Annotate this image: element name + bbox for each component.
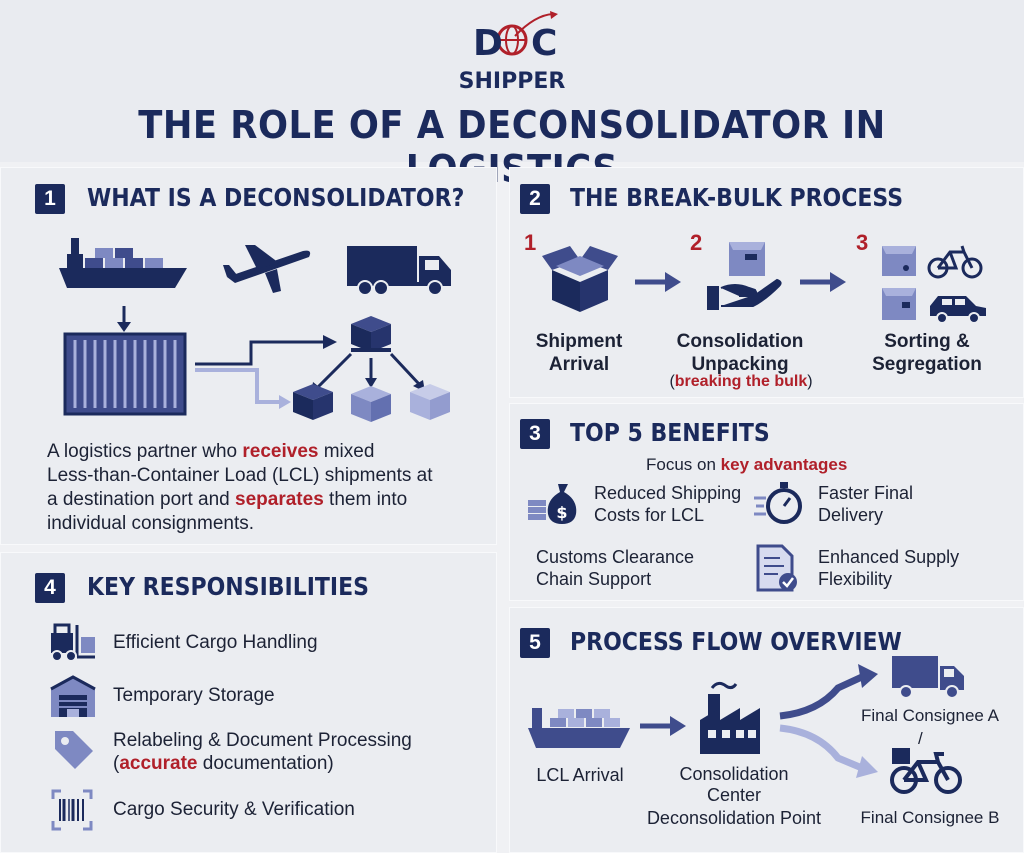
section-title: THE BREAK-BULK PROCESS: [570, 183, 904, 212]
step-number: 2: [690, 230, 703, 255]
delivery-truck-icon: [347, 246, 451, 296]
right-arrow-icon: [800, 272, 846, 292]
consignee-a-truck-icon: [892, 656, 964, 699]
definition-line-4: individual consignments.: [47, 513, 255, 534]
header: D C SHIPPER THE ROLE OF A DECONSOLIDATOR…: [0, 0, 1024, 191]
section-number: 5: [520, 628, 550, 658]
consignee-separator: /: [918, 729, 923, 748]
warehouse-icon: [50, 675, 96, 717]
airplane-icon: [223, 245, 311, 293]
right-arrow-icon: [635, 272, 681, 292]
consignee-a-label: Final Consignee A: [861, 706, 999, 725]
svg-text:C: C: [531, 23, 557, 64]
section-title: PROCESS FLOW OVERVIEW: [570, 627, 902, 656]
money-bag-icon: $: [528, 484, 577, 524]
checked-document-icon: [756, 544, 797, 592]
section-number: 2: [520, 184, 550, 214]
forklift-icon: [51, 623, 95, 662]
package-box-dark-icon: [293, 384, 333, 420]
responsibility-3: Relabeling & Document Processing (accura…: [113, 730, 412, 774]
section-benefits: 3 TOP 5 BENEFITS Focus on key advantages…: [509, 403, 1024, 601]
step-3-label: Sorting &Segregation: [872, 331, 982, 375]
shipping-container-icon: [63, 332, 187, 416]
down-arrow-icon: [117, 306, 131, 332]
package-box-mid-icon: [351, 386, 391, 422]
benefits-subtitle: Focus on key advantages: [646, 455, 848, 474]
step-number: 3: [856, 230, 869, 255]
docshipper-logo: D C SHIPPER: [459, 11, 566, 94]
lcl-ship-icon: [528, 708, 630, 748]
section-title: TOP 5 BENEFITS: [570, 418, 770, 447]
consignee-b-bicycle-icon: [890, 748, 962, 794]
section-number: 1: [35, 184, 65, 214]
definition-line-1: A logistics partner who receives mixed: [47, 441, 375, 462]
section-what-is: 1 WHAT IS A DECONSOLIDATOR?: [0, 167, 497, 545]
svg-text:SHIPPER: SHIPPER: [459, 69, 566, 94]
svg-text:D: D: [473, 23, 503, 64]
section-title: KEY RESPONSIBILITIES: [87, 572, 369, 601]
factory-icon: [700, 681, 760, 754]
deconsolidation-point-label: Deconsolidation Point: [646, 808, 822, 828]
price-tag-icon: [55, 731, 93, 769]
logo-globe-icon: [496, 24, 528, 56]
responsibility-4: Cargo Security & Verification: [113, 799, 355, 820]
section-title: WHAT IS A DECONSOLIDATOR?: [87, 183, 465, 212]
split-arrows: [779, 664, 878, 778]
svg-text:$: $: [556, 503, 567, 522]
package-box-light-icon: [410, 384, 450, 420]
responsibility-1: Efficient Cargo Handling: [113, 632, 318, 653]
car-icon: [930, 296, 986, 324]
barcode-scan-icon: [51, 789, 93, 831]
package-box-icon: [351, 316, 391, 352]
consignee-b-label: Final Consignee B: [860, 808, 1000, 827]
definition-line-2: Less-than-Container Load (LCL) shipments…: [47, 465, 433, 486]
stopwatch-icon: [754, 482, 802, 524]
section-responsibilities: 4 KEY RESPONSIBILITIES Efficient Cargo H…: [0, 552, 497, 853]
step-2-note: (breaking the bulk): [669, 373, 813, 390]
responsibility-2: Temporary Storage: [113, 685, 275, 706]
cargo-ship-icon: [59, 238, 187, 288]
bicycle-icon: [927, 245, 983, 279]
section-number: 4: [35, 573, 65, 603]
open-box-icon: [542, 246, 618, 312]
lcl-arrival-label: LCL Arrival: [536, 765, 624, 785]
section-number: 3: [520, 419, 550, 449]
sorting-vehicles-icon: [882, 245, 986, 324]
definition-line-3: a destination port and separates them in…: [47, 489, 408, 510]
step-number: 1: [524, 230, 537, 255]
right-arrow-icon: [640, 716, 686, 736]
logo-plane-icon: [550, 11, 558, 19]
section-process-flow: 5 PROCESS FLOW OVERVIEW LCL Arrival Cons…: [509, 607, 1024, 853]
hand-with-box-icon: [707, 242, 782, 310]
